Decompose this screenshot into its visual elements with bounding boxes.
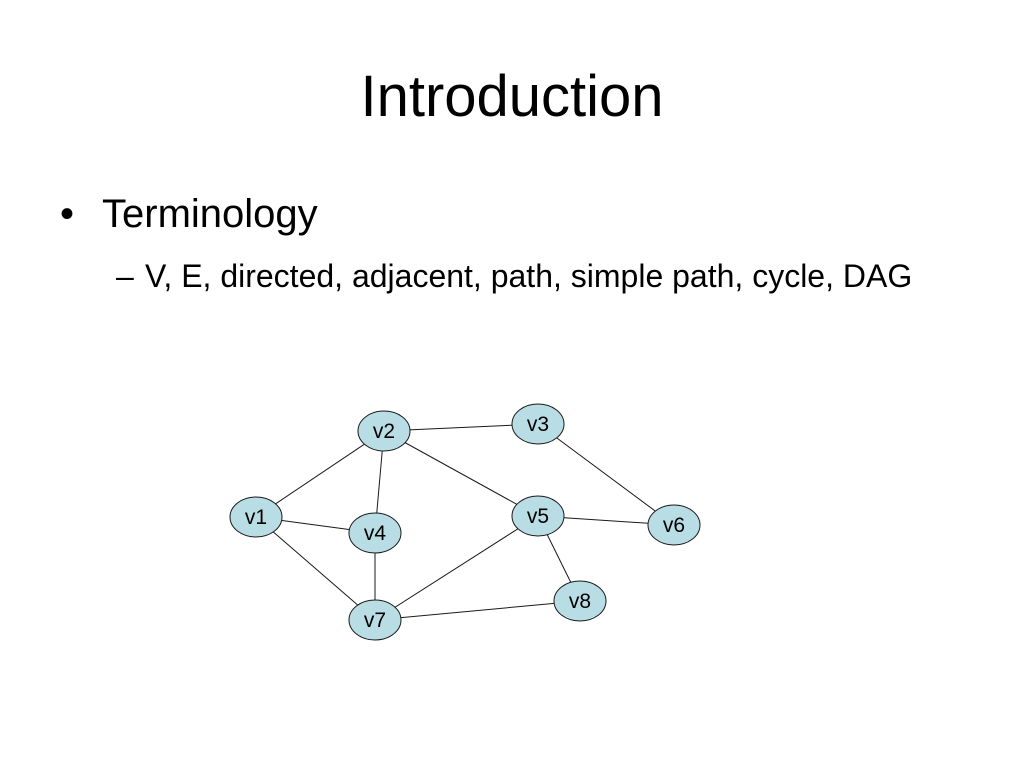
- node-shape-v5: [511, 495, 565, 537]
- graph-nodes: v1 v2 v3 v4 v5 v6 v7 v8: [229, 403, 701, 641]
- sub-bullet-text: V, E, directed, adjacent, path, simple p…: [145, 258, 913, 294]
- node-label-v7: v7: [364, 609, 386, 632]
- edge-v5-v7: [374, 515, 539, 621]
- node-shape-v1: [229, 496, 283, 538]
- node-label-v8: v8: [569, 590, 591, 613]
- graph-edges: [255, 423, 675, 621]
- node-v8: v8: [553, 580, 607, 622]
- node-shape-v3: [511, 403, 565, 445]
- node-shape-v6: [647, 504, 701, 546]
- node-v7: v7: [348, 599, 402, 641]
- edge-v2-v5: [383, 430, 539, 517]
- node-v3: v3: [511, 403, 565, 445]
- node-shape-v4: [348, 512, 402, 554]
- node-label-v6: v6: [663, 514, 685, 537]
- edge-v3-v6: [537, 423, 675, 526]
- bullet-text: Terminology: [102, 192, 318, 236]
- node-label-v2: v2: [373, 420, 395, 443]
- edge-v1-v7: [255, 516, 376, 621]
- bullet-marker: •: [60, 192, 75, 236]
- sub-bullet-marker: –: [116, 258, 134, 294]
- node-v6: v6: [647, 504, 701, 546]
- bullet-terminology: • Terminology: [60, 190, 318, 238]
- node-v5: v5: [511, 495, 565, 537]
- edge-v7-v8: [374, 600, 581, 621]
- node-label-v3: v3: [527, 413, 549, 436]
- node-label-v1: v1: [245, 506, 267, 529]
- node-shape-v7: [348, 599, 402, 641]
- node-shape-v2: [357, 410, 411, 452]
- node-v1: v1: [229, 496, 283, 538]
- sub-bullet-terms: – V, E, directed, adjacent, path, simple…: [116, 254, 916, 299]
- node-shape-v8: [553, 580, 607, 622]
- slide-title: Introduction: [360, 64, 664, 129]
- node-label-v4: v4: [364, 522, 387, 545]
- node-label-v5: v5: [527, 505, 549, 528]
- edge-v1-v2: [255, 430, 385, 518]
- node-v2: v2: [357, 410, 411, 452]
- node-v4: v4: [348, 512, 402, 554]
